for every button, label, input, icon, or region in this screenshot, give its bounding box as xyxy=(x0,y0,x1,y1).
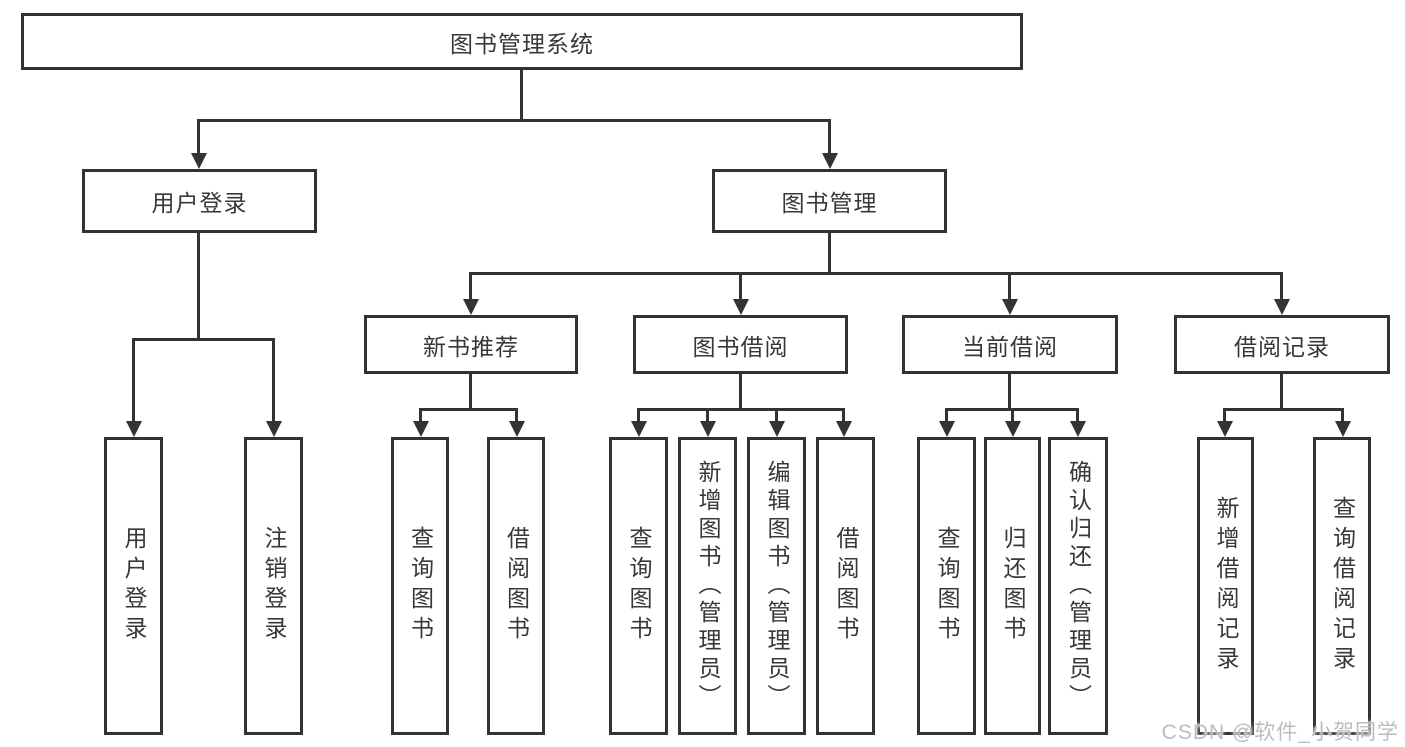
node-book-borrow: 图书借阅 xyxy=(633,315,848,374)
node-user-login-label: 用户登录 xyxy=(151,190,248,216)
leaf-edit-book-admin: 编辑图书（管理员） xyxy=(747,437,806,735)
arrowhead-down-icon xyxy=(266,421,282,437)
connector-drop-add-book xyxy=(706,408,709,423)
leaf-query-books-1-label: 查询图书 xyxy=(407,526,434,646)
connector-drop-leaf-logout xyxy=(272,338,275,423)
leaf-logout: 注销登录 xyxy=(244,437,303,735)
leaf-query-borrow-record: 查询借阅记录 xyxy=(1313,437,1371,735)
connector-drop-user-login xyxy=(197,119,200,155)
leaf-query-books-2-label: 查询图书 xyxy=(626,526,652,646)
leaf-user-login-label: 用户登录 xyxy=(121,526,147,646)
connector-book-management-stem xyxy=(828,233,831,275)
connector-drop-confirm-return xyxy=(1076,408,1079,423)
connector-drop-query-borrow-record xyxy=(1341,408,1344,423)
leaf-query-books-3: 查询图书 xyxy=(917,437,976,735)
leaf-edit-book-admin-label: 编辑图书（管理员） xyxy=(764,460,790,712)
connector-current-borrow-stem xyxy=(1008,374,1011,411)
arrowhead-down-icon xyxy=(413,421,429,437)
arrowhead-down-icon xyxy=(1070,421,1086,437)
connector-drop-current-borrow xyxy=(1008,272,1011,301)
connector-drop-borrow-records xyxy=(1280,272,1283,301)
connector-drop-query-books-2 xyxy=(637,408,640,423)
leaf-borrow-books-1-label: 借阅图书 xyxy=(503,526,530,646)
leaf-add-borrow-record: 新增借阅记录 xyxy=(1197,437,1254,735)
arrowhead-down-icon xyxy=(1005,421,1021,437)
arrowhead-down-icon xyxy=(1002,299,1018,315)
connector-book-management-hbar xyxy=(469,272,1283,275)
leaf-add-book-admin: 新增图书（管理员） xyxy=(678,437,737,735)
connector-book-borrow-stem xyxy=(739,374,742,411)
node-new-book-recommend-label: 新书推荐 xyxy=(423,333,519,360)
arrowhead-down-icon xyxy=(463,299,479,315)
arrowhead-down-icon xyxy=(769,421,785,437)
connector-drop-query-books-1 xyxy=(419,408,422,423)
leaf-add-book-admin-label: 新增图书（管理员） xyxy=(695,460,721,712)
connector-root-stem xyxy=(520,69,523,122)
connector-new-book-recommend-hbar xyxy=(419,408,518,411)
node-root: 图书管理系统 xyxy=(21,13,1023,70)
arrowhead-down-icon xyxy=(836,421,852,437)
arrowhead-down-icon xyxy=(126,421,142,437)
leaf-borrow-books-2-label: 借阅图书 xyxy=(833,526,859,646)
connector-borrow-records-hbar xyxy=(1223,408,1344,411)
arrowhead-down-icon xyxy=(733,299,749,315)
node-user-login: 用户登录 xyxy=(82,169,317,233)
connector-drop-new-book-recommend xyxy=(469,272,472,301)
node-book-management: 图书管理 xyxy=(712,169,947,233)
connector-new-book-recommend-stem xyxy=(469,374,472,411)
leaf-return-book: 归还图书 xyxy=(984,437,1041,735)
arrowhead-down-icon xyxy=(1335,421,1351,437)
connector-drop-book-management xyxy=(828,119,831,155)
node-book-borrow-label: 图书借阅 xyxy=(692,333,789,360)
leaf-return-book-label: 归还图书 xyxy=(1000,526,1026,646)
leaf-add-borrow-record-label: 新增借阅记录 xyxy=(1213,496,1239,676)
arrowhead-down-icon xyxy=(822,153,838,169)
connector-drop-query-books-3 xyxy=(945,408,948,423)
leaf-borrow-books-1: 借阅图书 xyxy=(487,437,545,735)
arrowhead-down-icon xyxy=(700,421,716,437)
connector-drop-leaf-user-login xyxy=(132,338,135,423)
connector-drop-edit-book xyxy=(775,408,778,423)
connector-drop-book-borrow xyxy=(739,272,742,301)
node-new-book-recommend: 新书推荐 xyxy=(364,315,578,374)
leaf-confirm-return-admin-label: 确认归还（管理员） xyxy=(1065,460,1092,712)
connector-user-login-stem xyxy=(197,233,200,341)
node-book-management-label: 图书管理 xyxy=(781,190,878,216)
leaf-user-login: 用户登录 xyxy=(104,437,163,735)
leaf-query-books-2: 查询图书 xyxy=(609,437,668,735)
node-borrow-records: 借阅记录 xyxy=(1174,315,1390,374)
connector-borrow-records-stem xyxy=(1280,374,1283,411)
connector-drop-return-book xyxy=(1011,408,1014,423)
arrowhead-down-icon xyxy=(1274,299,1290,315)
node-current-borrow-label: 当前借阅 xyxy=(962,333,1058,360)
node-borrow-records-label: 借阅记录 xyxy=(1234,333,1330,360)
connector-book-borrow-hbar xyxy=(637,408,845,411)
leaf-confirm-return-admin: 确认归还（管理员） xyxy=(1048,437,1108,735)
arrowhead-down-icon xyxy=(631,421,647,437)
leaf-query-borrow-record-label: 查询借阅记录 xyxy=(1329,496,1356,676)
node-current-borrow: 当前借阅 xyxy=(902,315,1118,374)
arrowhead-down-icon xyxy=(939,421,955,437)
connector-root-hbar xyxy=(197,119,831,122)
leaf-logout-label: 注销登录 xyxy=(261,526,287,646)
connector-drop-borrow-books-2 xyxy=(842,408,845,423)
arrowhead-down-icon xyxy=(1217,421,1233,437)
connector-user-login-hbar xyxy=(132,338,275,341)
leaf-query-books-1: 查询图书 xyxy=(391,437,449,735)
node-root-label: 图书管理系统 xyxy=(450,30,594,57)
leaf-query-books-3-label: 查询图书 xyxy=(934,526,960,646)
arrowhead-down-icon xyxy=(509,421,525,437)
leaf-borrow-books-2: 借阅图书 xyxy=(816,437,875,735)
connector-drop-borrow-books-1 xyxy=(515,408,518,423)
arrowhead-down-icon xyxy=(191,153,207,169)
connector-drop-add-borrow-record xyxy=(1223,408,1226,423)
watermark: CSDN @软件_小贺同学 xyxy=(1161,721,1399,744)
